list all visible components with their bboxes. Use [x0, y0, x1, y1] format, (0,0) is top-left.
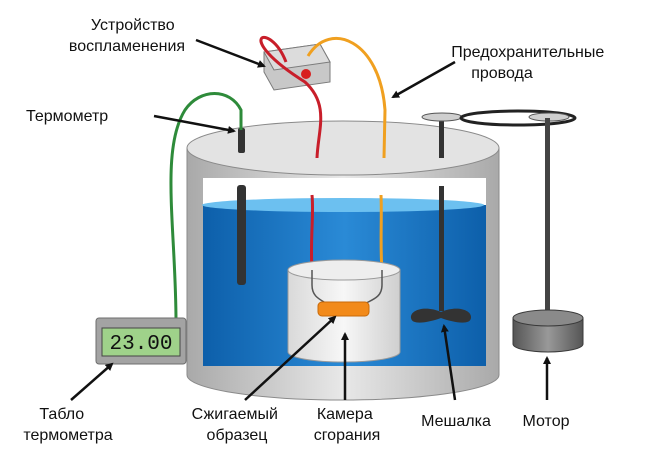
label-display: Табло термометра	[23, 406, 112, 444]
label-stirrer: Мешалка	[421, 413, 491, 430]
label-chamber: Камера сгорания	[314, 406, 381, 444]
motor	[512, 309, 584, 353]
vessel-lid	[186, 120, 500, 176]
igniter-button	[301, 69, 311, 79]
combustion-sample	[317, 301, 370, 317]
labels: Устройство воспламенения Предохранительн…	[23, 17, 608, 444]
label-igniter-line-2: воспламенения	[69, 38, 185, 55]
label-display-line-1: Табло	[39, 406, 84, 423]
fuse-wire-red-inner	[309, 194, 315, 271]
pointer-arrows	[70, 38, 551, 401]
arrow-display	[70, 362, 114, 401]
label-fuse-wires-line-2: провода	[471, 65, 533, 82]
motor-assembly	[459, 109, 584, 353]
label-fuse-wires-line-1: Предохранительные	[451, 44, 604, 61]
label-sample-line-1: Сжигаемый	[192, 406, 278, 423]
arrow-igniter	[195, 38, 266, 68]
fuse-wire-orange	[306, 37, 387, 159]
label-chamber-line-2: сгорания	[314, 427, 381, 444]
label-thermometer: Термометр	[26, 108, 108, 125]
thermometer-probe	[169, 92, 246, 323]
label-igniter: Устройство воспламенения	[69, 17, 185, 55]
arrow-fuse-wires	[391, 60, 456, 99]
display-reading: 23.00	[109, 333, 172, 356]
display-screen	[101, 327, 181, 357]
label-chamber-line-1: Камера	[317, 406, 373, 423]
label-sample-line-2: образец	[207, 427, 268, 444]
fuse-wire-orange-inner	[379, 194, 384, 271]
arrow-sample	[244, 315, 337, 401]
stirrer	[410, 112, 472, 323]
label-sample: Сжигаемый образец	[192, 406, 283, 444]
label-motor: Мотор	[523, 413, 570, 430]
label-igniter-line-1: Устройство	[91, 17, 175, 34]
arrow-thermometer	[153, 114, 236, 134]
arrow-stirrer	[440, 324, 457, 401]
fuse-wire-red	[259, 35, 323, 159]
label-display-line-2: термометра	[23, 427, 112, 444]
igniter-box	[263, 43, 331, 91]
thermometer-display: 23.00	[95, 317, 187, 365]
label-fuse-wires: Предохранительные провода	[451, 44, 608, 82]
